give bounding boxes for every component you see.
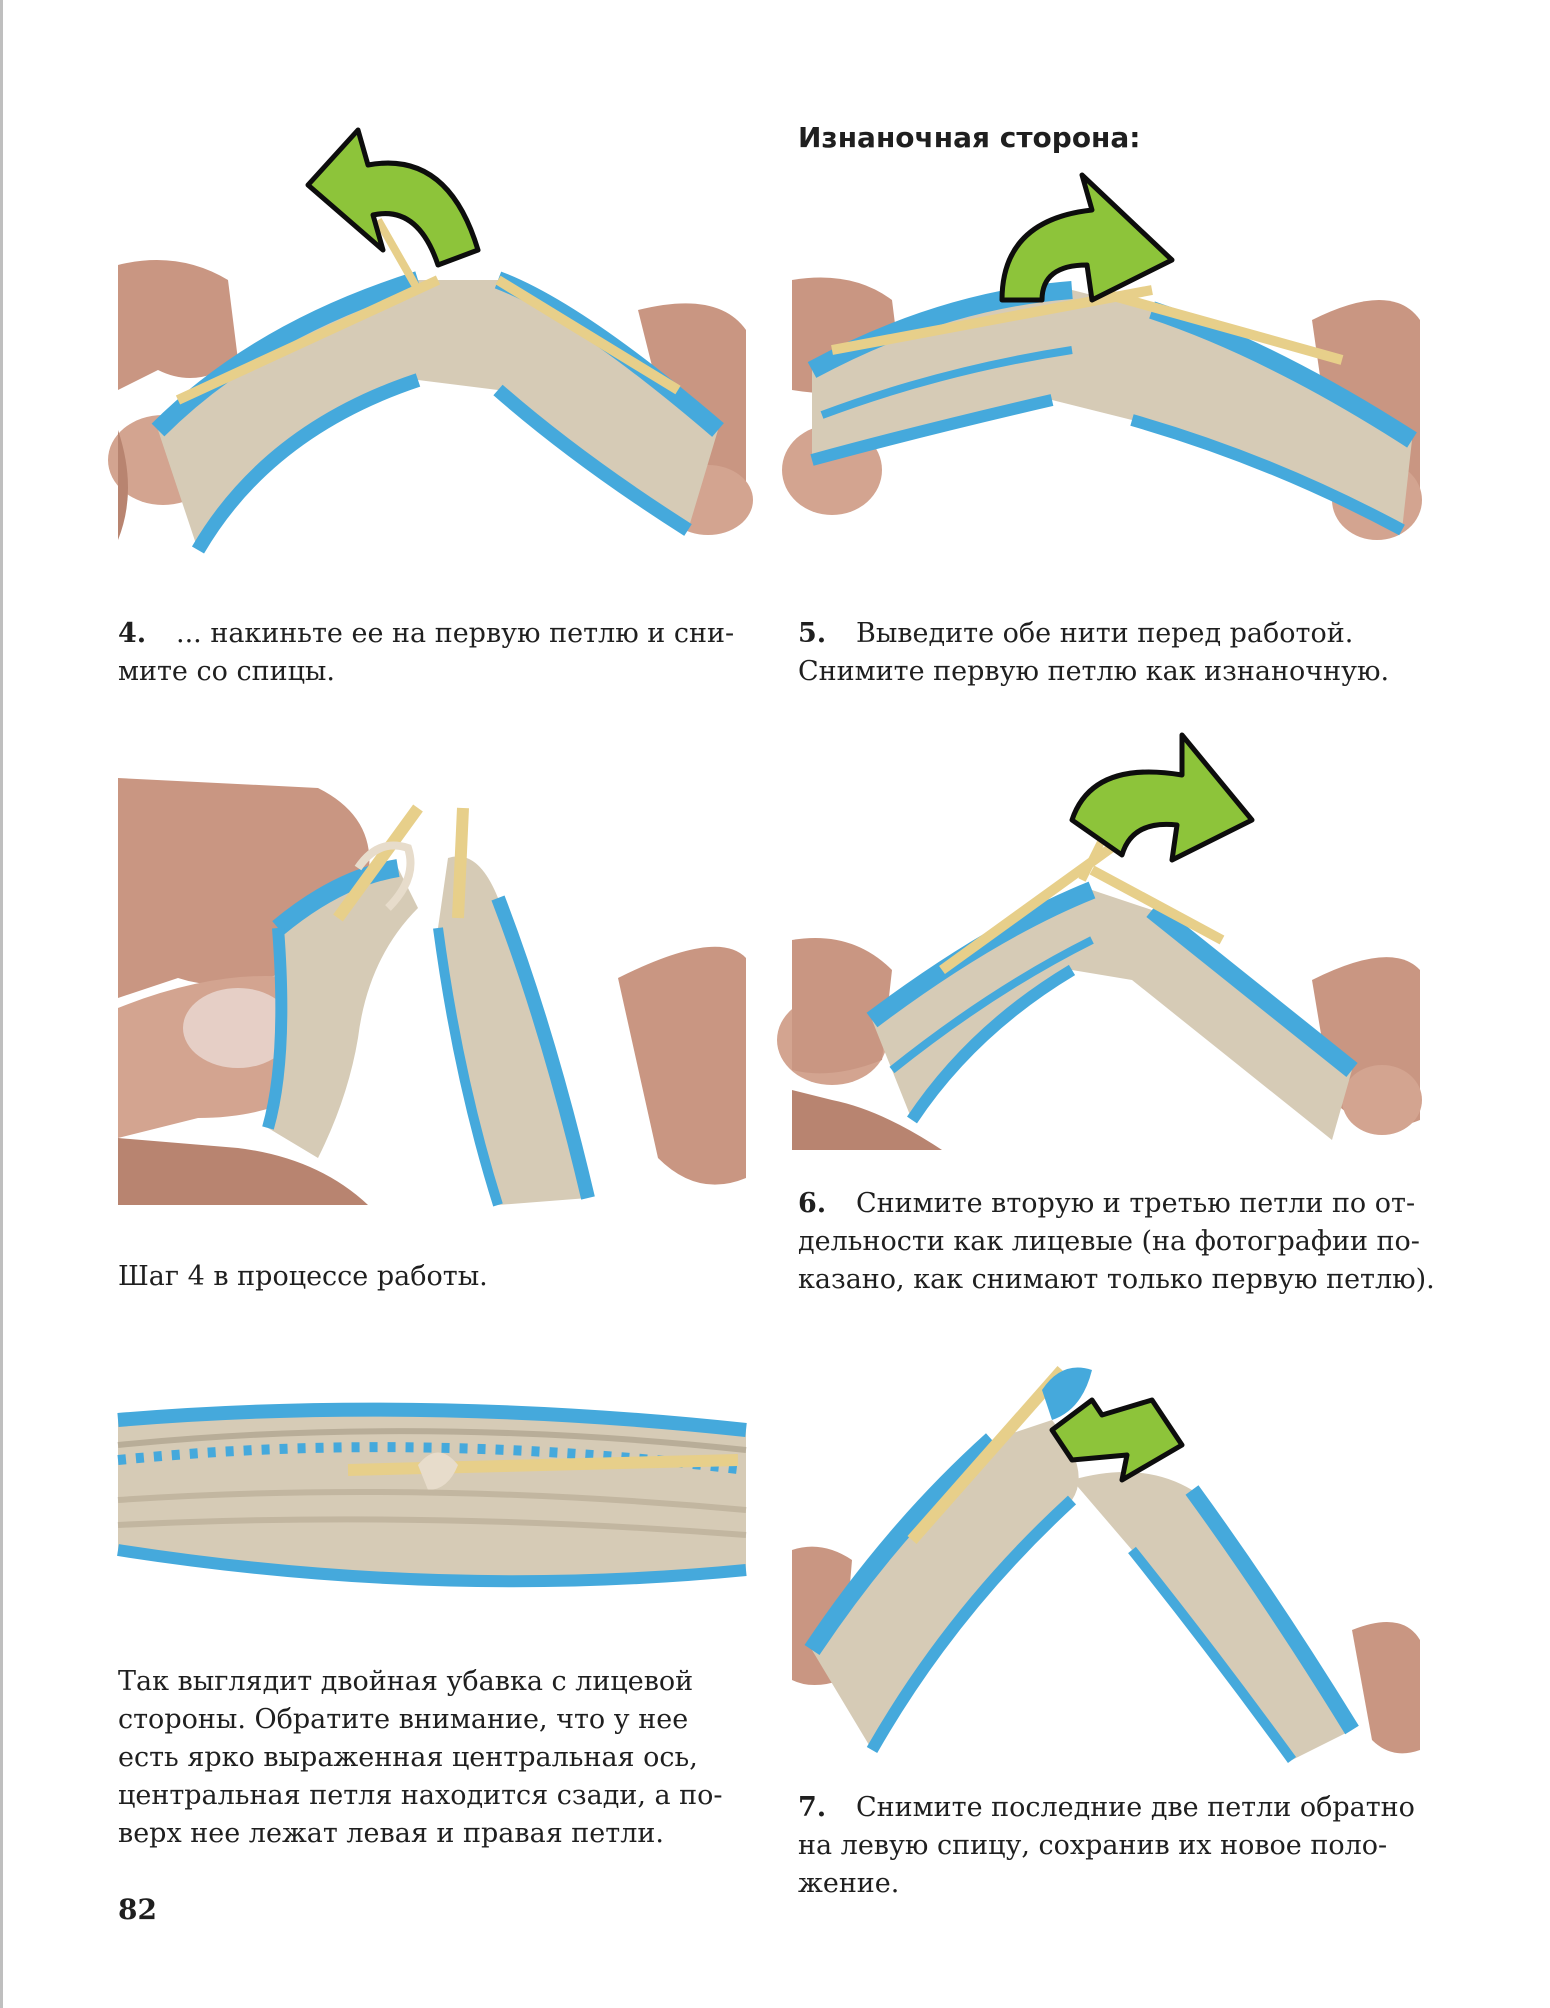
caption-line: жение. bbox=[798, 1868, 900, 1899]
step-number: 6. bbox=[798, 1188, 827, 1219]
caption-line: дельности как лицевые (на фотографии по- bbox=[798, 1226, 1420, 1257]
step-number: 4. bbox=[118, 618, 147, 649]
arrow-right-curved-icon bbox=[1069, 732, 1255, 863]
step-number: 5. bbox=[798, 618, 827, 649]
step-4-caption: 4.... накиньте ее на первую петлю и сни-… bbox=[118, 615, 748, 691]
caption-line: мите со спицы. bbox=[118, 656, 336, 687]
photo-step-5 bbox=[782, 172, 1422, 585]
caption-line: центральная петля находится сзади, а по- bbox=[118, 1780, 723, 1811]
caption-line: верх нее лежат левая и правая петли. bbox=[118, 1818, 664, 1849]
caption-line: Так выглядит двойная убавка с лицевой bbox=[118, 1666, 694, 1697]
result-caption: Так выглядит двойная убавка с лицевой ст… bbox=[118, 1663, 758, 1853]
arrow-right-curved-icon bbox=[999, 172, 1175, 303]
photo-step-4-in-progress bbox=[118, 778, 746, 1207]
page-number: 82 bbox=[118, 1893, 157, 1926]
step-7-caption: 7.Снимите последние две петли обратно на… bbox=[798, 1789, 1448, 1903]
caption-line: на левую спицу, сохранив их новое поло- bbox=[798, 1830, 1388, 1861]
arrow-right-icon bbox=[1049, 1397, 1185, 1483]
caption-line: 4.... накиньте ее на первую петлю и сни- bbox=[118, 615, 748, 653]
photo-result bbox=[117, 1400, 747, 1610]
section-heading: Изнаночная сторона: bbox=[798, 121, 1141, 154]
photo-step-6 bbox=[777, 732, 1422, 1150]
caption-line: казано, как снимают только первую петлю)… bbox=[798, 1264, 1435, 1295]
caption-line: 5.Выведите обе нити перед работой. bbox=[798, 615, 1438, 653]
caption-line: 6.Снимите вторую и третью петли по от- bbox=[798, 1185, 1448, 1223]
page-edge bbox=[0, 0, 3, 2008]
step-6-caption: 6.Снимите вторую и третью петли по от- д… bbox=[798, 1185, 1448, 1299]
step-number: 7. bbox=[798, 1792, 827, 1823]
photo-step-4 bbox=[108, 127, 753, 585]
caption-line: Снимите первую петлю как изнаночную. bbox=[798, 656, 1390, 687]
caption-line: есть ярко выраженная центральная ось, bbox=[118, 1742, 698, 1773]
photo-step-7 bbox=[792, 1350, 1420, 1768]
caption-line: 7.Снимите последние две петли обратно bbox=[798, 1789, 1448, 1827]
caption-line: стороны. Обратите внимание, что у нее bbox=[118, 1704, 689, 1735]
step-5-caption: 5.Выведите обе нити перед работой. Сними… bbox=[798, 615, 1438, 691]
arrow-left-curved-icon bbox=[305, 127, 481, 268]
in-progress-caption: Шаг 4 в процессе работы. bbox=[118, 1261, 488, 1292]
